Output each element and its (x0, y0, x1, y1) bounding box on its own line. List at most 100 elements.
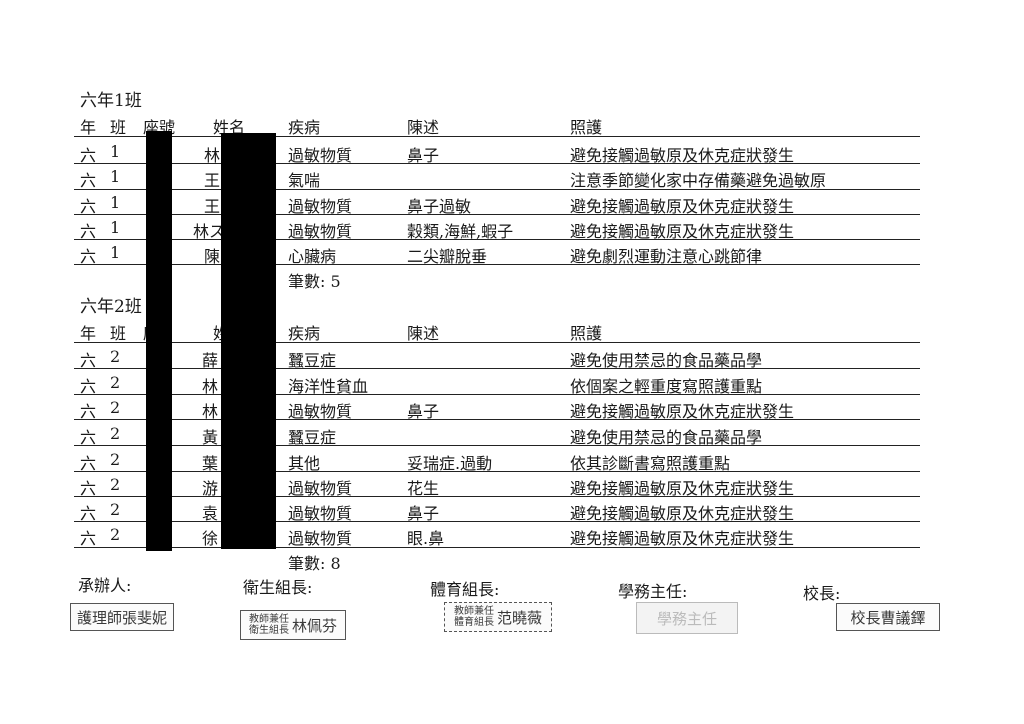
cell-description: 鼻子 (407, 402, 440, 421)
cell-class: 2 (110, 525, 121, 544)
cell-disease: 其他 (288, 454, 321, 473)
nurse-stamp-text: 護理師張斐妮 (76, 608, 167, 627)
cell-class: 2 (110, 373, 121, 392)
header-class: 班 (110, 118, 127, 137)
health-leader-stamp: 教師兼任 衛生組長 林佩芬 (240, 610, 346, 640)
cell-disease: 過敏物質 (288, 197, 353, 216)
class2-record-count: 筆數: 8 (288, 554, 341, 573)
pe-leader-stamp: 教師兼任 體育組長 范曉薇 (444, 602, 552, 632)
header-class: 班 (110, 324, 127, 343)
cell-name: 陳 (204, 247, 221, 266)
cell-disease: 蠶豆症 (288, 351, 337, 370)
cell-care: 依個案之輕重度寫照護重點 (570, 377, 763, 396)
cell-class: 1 (110, 243, 121, 262)
cell-care: 依其診斷書寫照護重點 (570, 454, 731, 473)
cell-class: 2 (110, 500, 121, 519)
header-year: 年 (80, 118, 97, 137)
class1-record-count: 筆數: 5 (288, 272, 341, 291)
header-disease: 疾病 (288, 324, 321, 343)
director-stamp: 學務主任 (636, 602, 738, 634)
cell-care: 避免接觸過敏原及休克症狀發生 (570, 146, 795, 165)
principal-stamp: 校長曹議鐸 (836, 603, 940, 631)
cell-class: 2 (110, 475, 121, 494)
cell-name: 林 (204, 146, 221, 165)
header-year: 年 (80, 324, 97, 343)
cell-care: 避免接觸過敏原及休克症狀發生 (570, 222, 795, 241)
table-rule (74, 368, 920, 369)
header-disease: 疾病 (288, 118, 321, 137)
table-rule (74, 471, 920, 472)
cell-year: 六 (80, 197, 97, 216)
table-rule (74, 419, 920, 420)
cell-class: 2 (110, 424, 121, 443)
signature-label-director: 學務主任: (618, 582, 688, 601)
cell-name: 林ス (193, 222, 226, 241)
cell-year: 六 (80, 479, 97, 498)
cell-name: 王 (204, 171, 221, 190)
class1-title: 六年1班 (80, 91, 142, 111)
table-rule (74, 189, 920, 190)
table-rule (74, 239, 920, 240)
cell-year: 六 (80, 377, 97, 396)
cell-care: 避免使用禁忌的食品藥品學 (570, 351, 763, 370)
table-rule (74, 547, 920, 548)
table-rule (74, 394, 920, 395)
cell-description: 穀類,海鮮,蝦子 (407, 222, 514, 241)
cell-class: 1 (110, 167, 121, 186)
cell-name: 王 (204, 197, 221, 216)
cell-description: 鼻子 (407, 146, 440, 165)
cell-disease: 心臟病 (288, 247, 337, 266)
cell-description: 二尖瓣脫垂 (407, 247, 488, 266)
header-description: 陳述 (407, 118, 440, 137)
director-stamp-text: 學務主任 (656, 609, 717, 628)
cell-disease: 過敏物質 (288, 146, 353, 165)
cell-name: 徐 (202, 529, 219, 548)
cell-year: 六 (80, 247, 97, 266)
cell-care: 避免接觸過敏原及休克症狀發生 (570, 504, 795, 523)
cell-description: 妥瑞症.過動 (407, 454, 493, 473)
cell-disease: 蠶豆症 (288, 428, 337, 447)
cell-care: 避免接觸過敏原及休克症狀發生 (570, 479, 795, 498)
cell-description: 鼻子 (407, 504, 440, 523)
pe-leader-stamp-name: 范曉薇 (496, 608, 542, 627)
table-rule (74, 136, 920, 137)
cell-class: 2 (110, 450, 121, 469)
cell-year: 六 (80, 171, 97, 190)
signature-label-handler: 承辦人: (78, 576, 132, 595)
header-care: 照護 (570, 118, 603, 137)
table-rule (74, 264, 920, 265)
table-rule (74, 496, 920, 497)
cell-class: 2 (110, 347, 121, 366)
cell-name: 葉 (202, 454, 219, 473)
cell-class: 2 (110, 398, 121, 417)
cell-class: 1 (110, 142, 121, 161)
cell-name: 林 (202, 377, 219, 396)
class2-title: 六年2班 (80, 297, 142, 317)
cell-care: 注意季節變化家中存備藥避免過敏原 (570, 171, 827, 190)
cell-name: 林 (202, 402, 219, 421)
cell-care: 避免接觸過敏原及休克症狀發生 (570, 529, 795, 548)
cell-care: 避免劇烈運動注意心跳節律 (570, 247, 763, 266)
header-name: 姓名 (213, 118, 246, 137)
table-rule (74, 521, 920, 522)
cell-year: 六 (80, 454, 97, 473)
cell-disease: 過敏物質 (288, 529, 353, 548)
cell-name: 游 (202, 479, 219, 498)
signature-label-health-leader: 衛生組長: (243, 578, 313, 597)
cell-year: 六 (80, 402, 97, 421)
cell-description: 花生 (407, 479, 440, 498)
cell-name: 薛 (202, 351, 219, 370)
cell-disease: 過敏物質 (288, 504, 353, 523)
cell-class: 1 (110, 218, 121, 237)
cell-year: 六 (80, 146, 97, 165)
health-leader-stamp-name: 林佩芬 (291, 616, 337, 635)
pe-leader-stamp-title: 教師兼任 體育組長 (453, 606, 494, 628)
table-rule (74, 163, 920, 164)
cell-description: 鼻子過敏 (407, 197, 472, 216)
cell-year: 六 (80, 428, 97, 447)
table-rule (74, 445, 920, 446)
cell-disease: 過敏物質 (288, 479, 353, 498)
cell-disease: 過敏物質 (288, 222, 353, 241)
cell-disease: 氣喘 (288, 171, 321, 190)
table-rule (74, 214, 920, 215)
